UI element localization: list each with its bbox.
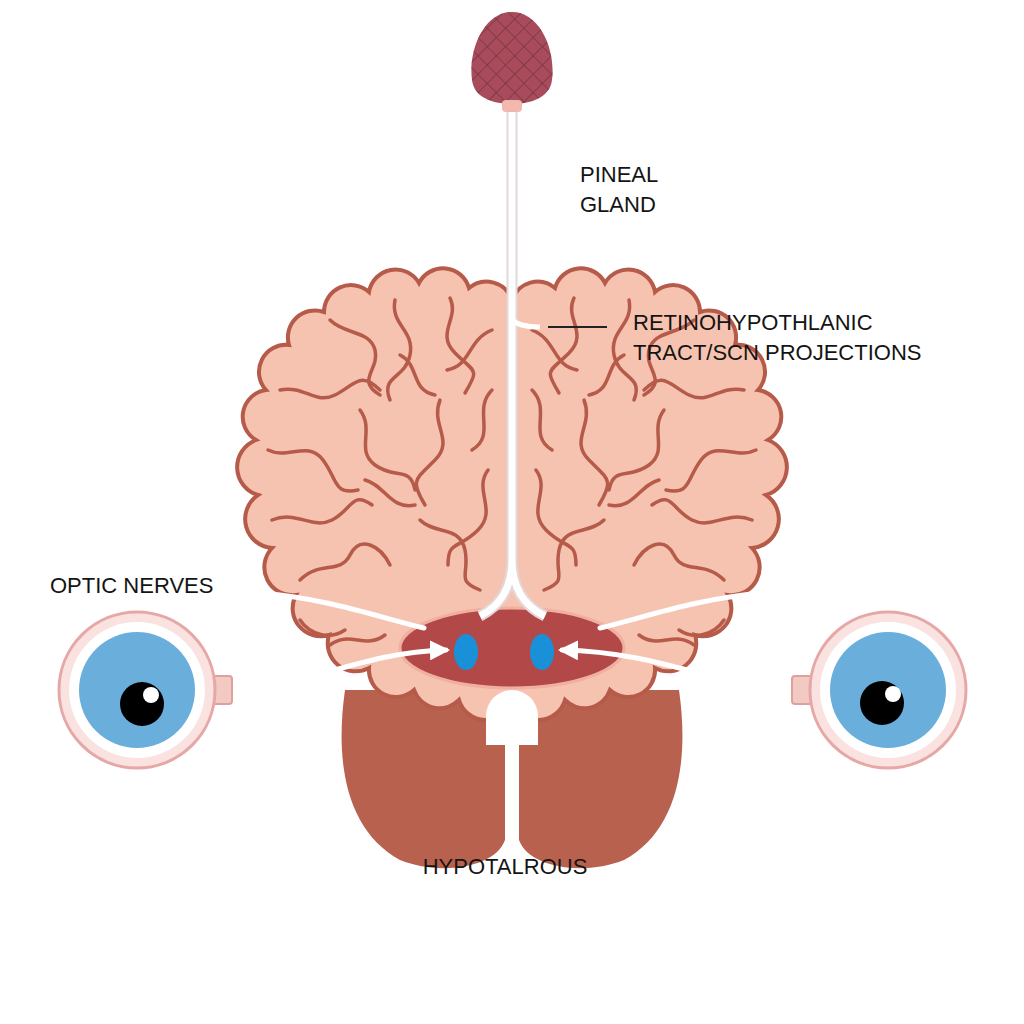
gyrus-line bbox=[330, 635, 385, 645]
gyrus-line bbox=[388, 300, 411, 400]
tract-branch bbox=[512, 320, 540, 327]
eye-pupil bbox=[120, 682, 164, 726]
gyrus-line bbox=[416, 400, 443, 505]
eye-highlight bbox=[143, 687, 159, 703]
scn-nucleus bbox=[530, 634, 554, 670]
scn-region bbox=[400, 608, 624, 688]
eye-pupil bbox=[860, 681, 904, 725]
optic-nerve bbox=[600, 592, 774, 628]
pineal-texture bbox=[471, 12, 552, 104]
eye-outer bbox=[810, 612, 966, 768]
optic-nerve bbox=[232, 650, 446, 690]
scn-nucleus bbox=[454, 634, 478, 670]
optic-nerve bbox=[562, 650, 792, 690]
leader-line bbox=[548, 326, 607, 328]
gyrus-line bbox=[447, 330, 492, 370]
eye-iris bbox=[830, 632, 946, 748]
part-label: PINEAL GLAND bbox=[580, 160, 700, 220]
gyrus-line bbox=[272, 500, 372, 523]
pineal-gland bbox=[471, 12, 552, 104]
part-label: RETINOHYPOTHLANIC TRACT/SCN PROJECTIONS bbox=[633, 308, 963, 368]
brain-gyri bbox=[268, 298, 492, 645]
eye-outer bbox=[59, 612, 215, 768]
eye-highlight bbox=[885, 686, 901, 702]
gyrus-line bbox=[280, 380, 380, 398]
tract-line bbox=[480, 105, 545, 616]
gyrus-line bbox=[300, 544, 390, 580]
gyrus-line bbox=[448, 470, 488, 565]
gyrus-line bbox=[360, 410, 415, 490]
eye-iris bbox=[79, 632, 195, 748]
gyrus-line bbox=[400, 355, 435, 395]
gyrus-line bbox=[300, 620, 345, 635]
eye-sclera bbox=[820, 622, 956, 758]
eye-sclera bbox=[69, 622, 205, 758]
ventricle-gap bbox=[486, 690, 538, 745]
pineal-stalk bbox=[502, 100, 522, 112]
tract-outline bbox=[480, 105, 545, 616]
gyrus-line bbox=[472, 390, 492, 450]
part-label: OPTIC NERVES bbox=[50, 571, 300, 601]
gyrus-line bbox=[447, 298, 474, 393]
gyrus-line bbox=[268, 450, 358, 491]
optic-nerve bbox=[250, 592, 424, 628]
optic-nerves bbox=[232, 592, 792, 690]
part-label: HYPOTALROUS bbox=[405, 852, 605, 882]
gyrus-line bbox=[365, 480, 415, 506]
